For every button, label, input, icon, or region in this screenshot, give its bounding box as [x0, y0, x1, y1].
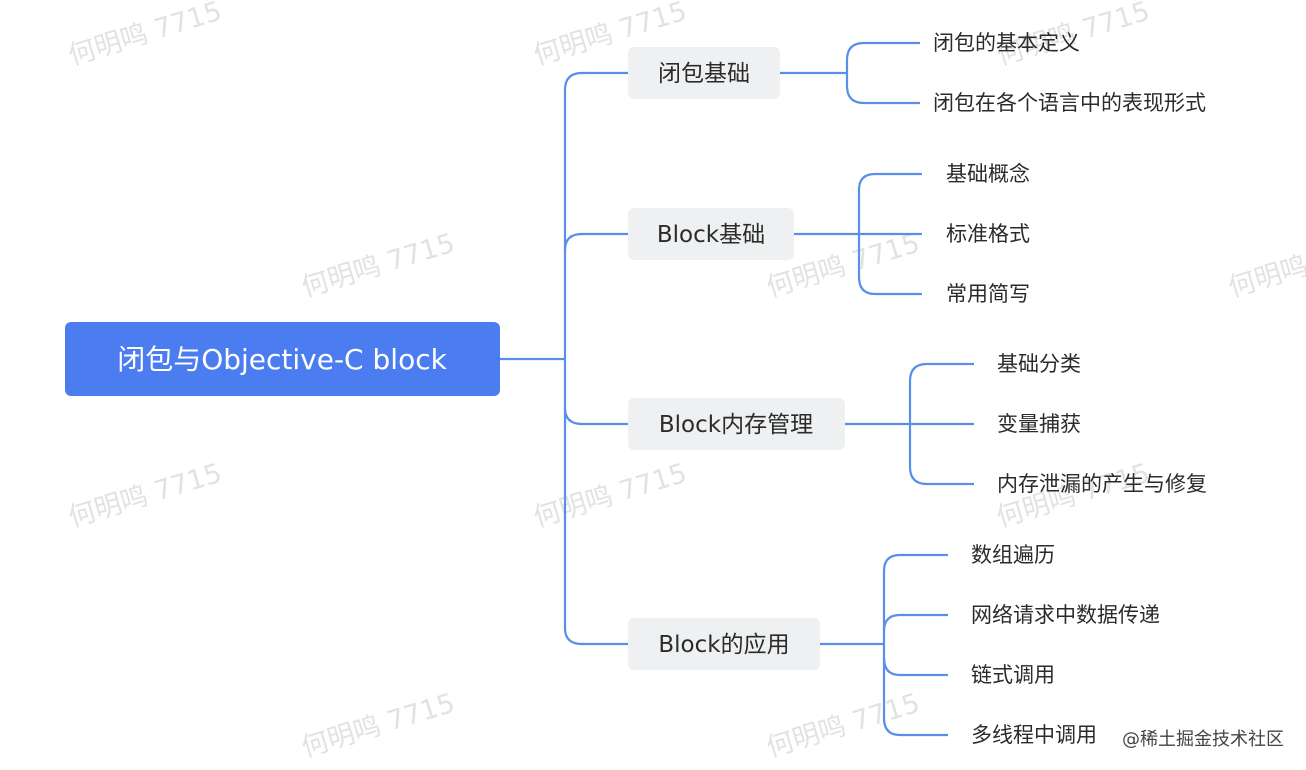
root-node[interactable]: 闭包与Objective-C block — [65, 322, 500, 396]
root-node-label: 闭包与Objective-C block — [117, 343, 447, 376]
watermark: 何明鸣 7715 — [298, 688, 458, 764]
watermark: 何明鸣 7715 — [1225, 228, 1306, 304]
leaf-node[interactable]: 标准格式 — [946, 222, 1030, 246]
connector-b1-leaf-1 — [845, 41, 920, 61]
connector-b2-leaf-1 — [857, 172, 922, 191]
branch-node-box — [628, 618, 820, 670]
connector-b4-leaf-4 — [882, 717, 948, 737]
branch-4-connectors — [820, 553, 948, 737]
connector-branch-4 — [563, 627, 628, 646]
leaf-nodes: 闭包的基本定义 闭包在各个语言中的表现形式 基础概念 标准格式 常用简写 基础分… — [933, 31, 1207, 747]
connector-b2-leaf-3 — [857, 276, 922, 296]
watermark: 何明鸣 7715 — [298, 228, 458, 304]
branch-node-label: 闭包基础 — [658, 61, 750, 87]
branch-node-4[interactable]: Block的应用 — [628, 618, 820, 670]
connector-branch-1 — [563, 71, 628, 91]
leaf-node[interactable]: 网络请求中数据传递 — [971, 603, 1160, 627]
connector-b4-leaf-2 — [882, 613, 948, 632]
leaf-node[interactable]: 多线程中调用 — [971, 723, 1097, 747]
connector-b3-leaf-3 — [908, 466, 974, 486]
watermark: 何明鸣 7715 — [763, 688, 923, 764]
branch-node-box — [628, 398, 845, 450]
leaf-node[interactable]: 常用简写 — [946, 282, 1030, 306]
root-connectors — [500, 71, 628, 646]
branch-3-connectors — [845, 362, 974, 486]
leaf-node[interactable]: 基础概念 — [946, 162, 1030, 186]
connector-b4-leaf-3 — [882, 657, 948, 677]
connector-b1-leaf-2 — [845, 85, 920, 105]
branch-node-box — [628, 208, 794, 260]
branch-node-box — [628, 47, 780, 99]
leaf-node[interactable]: 数组遍历 — [971, 543, 1055, 567]
connector-branch-2 — [563, 232, 628, 251]
branch-node-2[interactable]: Block基础 — [628, 208, 794, 260]
leaf-node[interactable]: 内存泄漏的产生与修复 — [997, 472, 1207, 496]
watermark: 何明鸣 7715 — [530, 458, 690, 534]
branch-node-3[interactable]: Block内存管理 — [628, 398, 845, 450]
footer-credit: @稀土掘金技术社区 — [1122, 729, 1284, 750]
leaf-node[interactable]: 链式调用 — [971, 663, 1055, 687]
branch-node-1[interactable]: 闭包基础 — [628, 47, 780, 99]
branch-1-connectors — [780, 41, 920, 105]
connector-b3-leaf-1 — [908, 362, 974, 382]
watermark: 何明鸣 7715 — [65, 458, 225, 534]
leaf-node[interactable]: 基础分类 — [997, 352, 1081, 376]
leaf-node[interactable]: 闭包的基本定义 — [933, 31, 1080, 55]
leaf-node[interactable]: 闭包在各个语言中的表现形式 — [933, 91, 1206, 115]
watermark: 何明鸣 7715 — [65, 0, 225, 72]
branch-node-label: Block的应用 — [658, 632, 789, 658]
connector-b4-leaf-1 — [882, 553, 948, 572]
branch-node-label: Block内存管理 — [659, 412, 813, 438]
root-node-box — [65, 322, 500, 396]
branch-2-connectors — [794, 172, 922, 296]
branch-node-label: Block基础 — [657, 222, 765, 248]
leaf-node[interactable]: 变量捕获 — [997, 412, 1081, 436]
connector-branch-3 — [563, 407, 628, 426]
